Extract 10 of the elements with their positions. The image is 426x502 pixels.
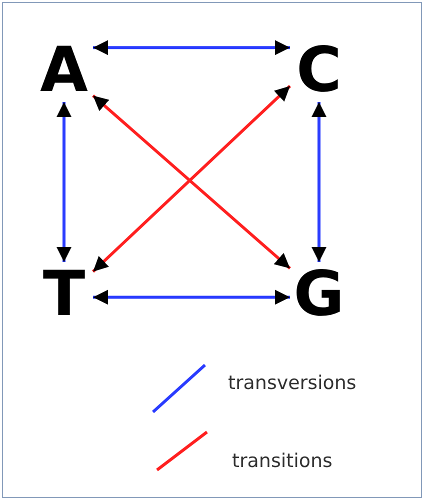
legend-text: transitions	[232, 450, 332, 472]
base-letter: T	[35, 262, 93, 326]
arrow	[312, 102, 326, 262]
base-letter: G	[290, 262, 348, 326]
arrow	[93, 290, 290, 305]
base-letter: A	[35, 38, 93, 102]
arrow	[93, 40, 290, 56]
legend-text: transversions	[228, 372, 356, 394]
base-letter: C	[290, 38, 348, 102]
arrow	[56, 102, 72, 262]
